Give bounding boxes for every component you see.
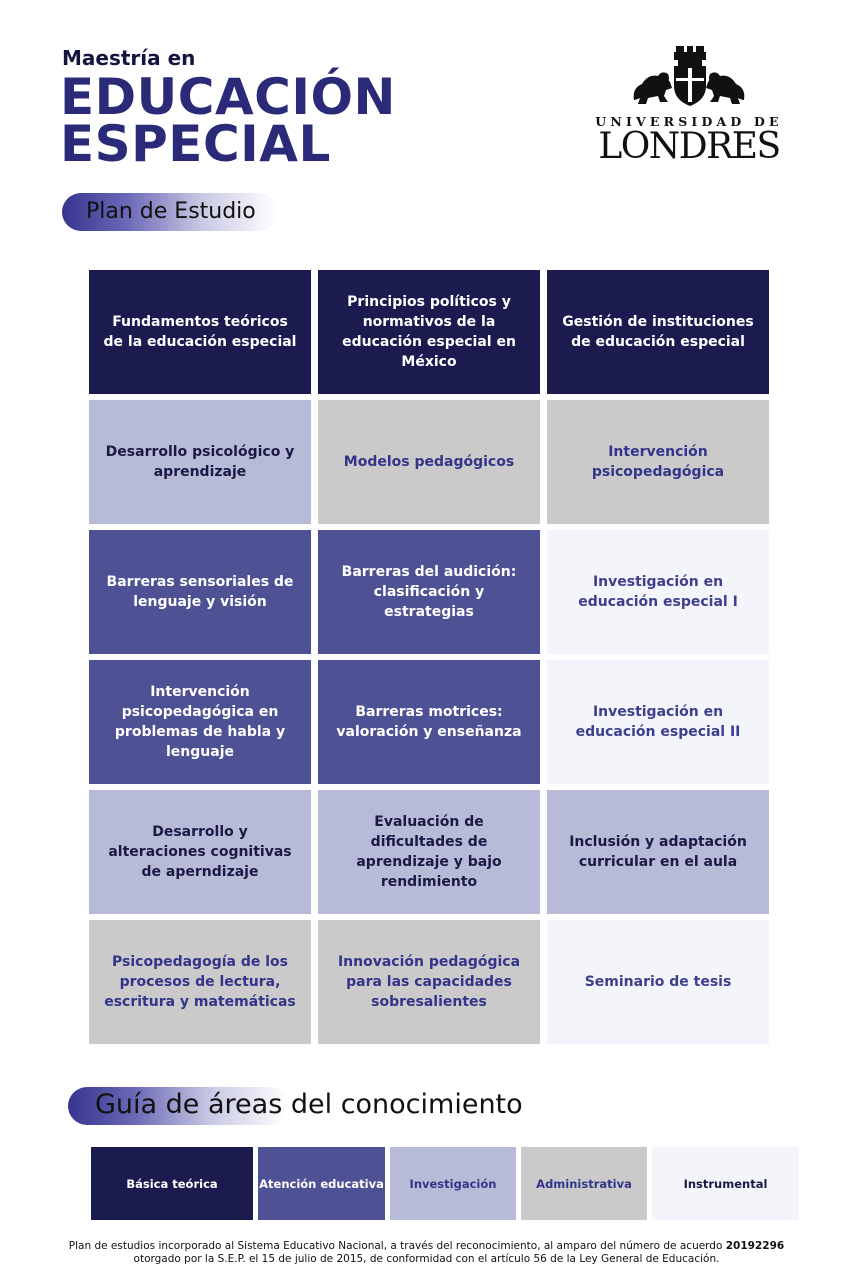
course-cell: Desarrollo y alteraciones cognitivas de … [89,790,311,914]
header-title: EDUCACIÓN ESPECIAL [60,68,396,173]
legend-item-atencion: Atención educativa [258,1147,385,1220]
legend-item-administrativa: Administrativa [521,1147,647,1220]
course-cell: Investigación en educación especial II [547,660,769,784]
study-plan-grid: Fundamentos teóricos de la educación esp… [89,270,769,1044]
course-cell: Investigación en educación especial I [547,530,769,654]
pill-background [62,193,277,231]
pill-background [68,1087,288,1125]
course-cell: Evaluación de dificultades de aprendizaj… [318,790,540,914]
course-cell: Inclusión y adaptación curricular en el … [547,790,769,914]
course-cell: Barreras motrices: valoración y enseñanz… [318,660,540,784]
course-cell: Modelos pedagógicos [318,400,540,524]
header-title-line1: EDUCACIÓN [60,68,396,126]
footer-line1: Plan de estudios incorporado al Sistema … [20,1240,833,1253]
course-cell: Fundamentos teóricos de la educación esp… [89,270,311,394]
course-cell: Intervención psicopedagógica [547,400,769,524]
footer-agreement-number: 20192296 [725,1240,785,1252]
course-cell: Gestión de instituciones de educación es… [547,270,769,394]
logo-text-university: UNIVERSIDAD DE [595,114,783,129]
crest-icon [633,46,745,106]
course-cell: Principios políticos y normativos de la … [318,270,540,394]
section-title-guide: Guía de áreas del conocimiento [68,1087,588,1125]
course-cell: Barreras sensoriales de lenguaje y visió… [89,530,311,654]
legend-item-basica: Básica teórica [91,1147,253,1220]
course-cell: Psicopedagogía de los procesos de lectur… [89,920,311,1044]
legend-item-instrumental: Instrumental [652,1147,799,1220]
course-cell: Barreras del audición: clasificación y e… [318,530,540,654]
footer-line1-text: Plan de estudios incorporado al Sistema … [68,1240,726,1252]
course-cell: Intervención psicopedagógica en problema… [89,660,311,784]
header-title-line2: ESPECIAL [60,115,331,173]
course-cell: Desarrollo psicológico y aprendizaje [89,400,311,524]
footer-note: Plan de estudios incorporado al Sistema … [20,1240,833,1266]
section-title-plan: Plan de Estudio [62,193,302,231]
footer-line2: otorgado por la S.E.P. el 15 de julio de… [133,1253,720,1265]
section-title-plan-text: Plan de Estudio [86,199,256,224]
course-cell: Innovación pedagógica para las capacidad… [318,920,540,1044]
header-subtitle: Maestría en [62,46,196,70]
course-cell: Seminario de tesis [547,920,769,1044]
university-logo: UNIVERSIDAD DE LONDRES [594,44,784,170]
section-title-guide-text: Guía de áreas del conocimiento [95,1089,523,1120]
legend-item-investigacion: Investigación [390,1147,516,1220]
logo-text-londres: LONDRES [598,126,781,167]
